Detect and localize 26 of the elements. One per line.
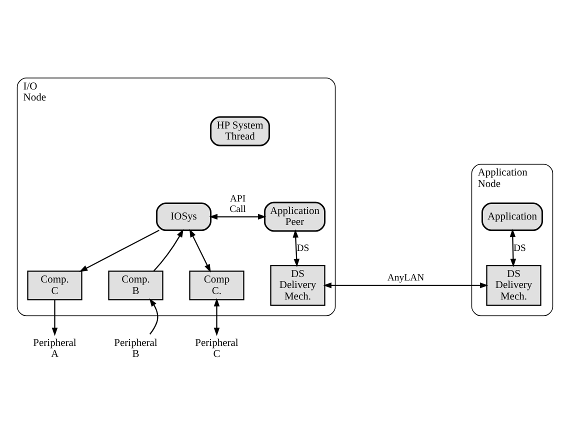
arrow xyxy=(149,298,158,335)
node-box: IOSys xyxy=(156,202,212,231)
edge-label: DS xyxy=(514,242,526,254)
arrow xyxy=(209,214,266,220)
node-text: Peripheral B xyxy=(114,338,158,360)
node-text: Peripheral C xyxy=(195,338,238,360)
edge-label: API Call xyxy=(230,193,246,215)
node-box: HP System Thread xyxy=(210,116,270,146)
node-box: DS Delivery Mech. xyxy=(270,264,326,306)
arrow xyxy=(323,282,488,288)
node-box: Application Peer xyxy=(264,202,326,232)
arrow xyxy=(52,300,58,336)
node-text: Peripheral A xyxy=(33,338,76,360)
edge-label: AnyLAN xyxy=(387,272,424,284)
node-box: DS Delivery Mech. xyxy=(486,264,542,306)
arrow xyxy=(79,230,160,272)
arrow xyxy=(153,228,184,272)
node-box: Comp C. xyxy=(189,270,244,300)
node-box: Comp. C xyxy=(27,270,82,300)
arrow xyxy=(292,229,300,268)
arrow xyxy=(189,228,211,273)
arrow xyxy=(214,298,220,336)
node-box: Comp. B xyxy=(108,270,164,300)
node-box: Application xyxy=(482,202,543,231)
arrow xyxy=(510,228,516,268)
edge-label: DS xyxy=(296,242,310,254)
